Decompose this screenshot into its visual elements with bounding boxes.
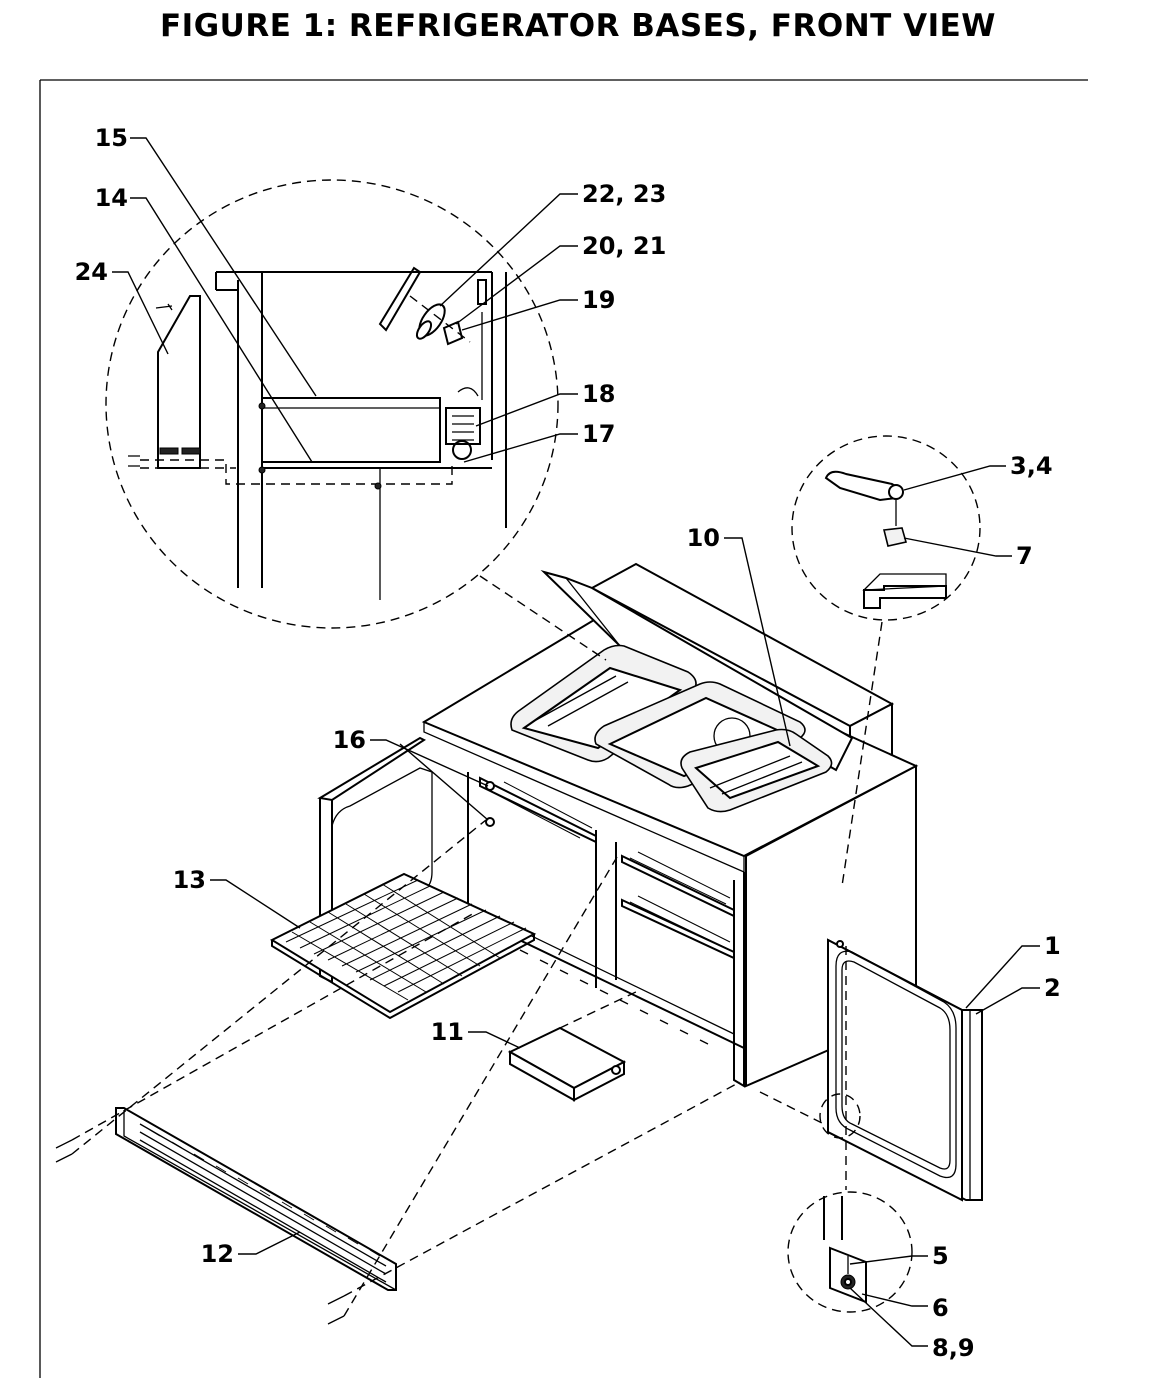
drain-tray [507, 1026, 627, 1102]
callout-3-4: 3,4 [1010, 452, 1053, 480]
callout-13: 13 [173, 866, 206, 894]
callout-18: 18 [582, 380, 615, 408]
door [819, 938, 983, 1202]
assembly-lines [71, 575, 883, 1317]
callout-12: 12 [201, 1240, 234, 1268]
callout-17: 17 [582, 420, 615, 448]
callout-7: 7 [1016, 542, 1033, 570]
callout-labels: 15 14 24 22, 23 20, 21 19 18 17 3,4 7 10… [75, 124, 1061, 1362]
callout-24: 24 [75, 258, 108, 286]
callout-15: 15 [95, 124, 128, 152]
hinge-bottom-detail [787, 1191, 913, 1313]
callout-19: 19 [582, 286, 615, 314]
hinge-top-detail [791, 435, 981, 621]
callout-20-21: 20, 21 [582, 232, 666, 260]
callout-8-9: 8,9 [932, 1334, 975, 1362]
callout-5: 5 [932, 1242, 949, 1270]
callout-14: 14 [95, 184, 128, 212]
wire-shelf [269, 872, 537, 1020]
callout-1: 1 [1044, 932, 1061, 960]
callout-11: 11 [431, 1018, 464, 1046]
figure-title: FIGURE 1: REFRIGERATOR BASES, FRONT VIEW [160, 8, 996, 44]
callout-22-23: 22, 23 [582, 180, 666, 208]
callout-2: 2 [1044, 974, 1061, 1002]
refrigerator-cabinet [317, 562, 919, 1088]
leader-lines [112, 137, 1040, 1347]
grille-louvers [139, 1123, 387, 1283]
callout-10: 10 [687, 524, 720, 552]
callout-6: 6 [932, 1294, 949, 1322]
louvered-grille [55, 1107, 397, 1325]
callout-16: 16 [333, 726, 366, 754]
figure-frame [39, 79, 1088, 1378]
evaporator-detail [105, 179, 559, 629]
